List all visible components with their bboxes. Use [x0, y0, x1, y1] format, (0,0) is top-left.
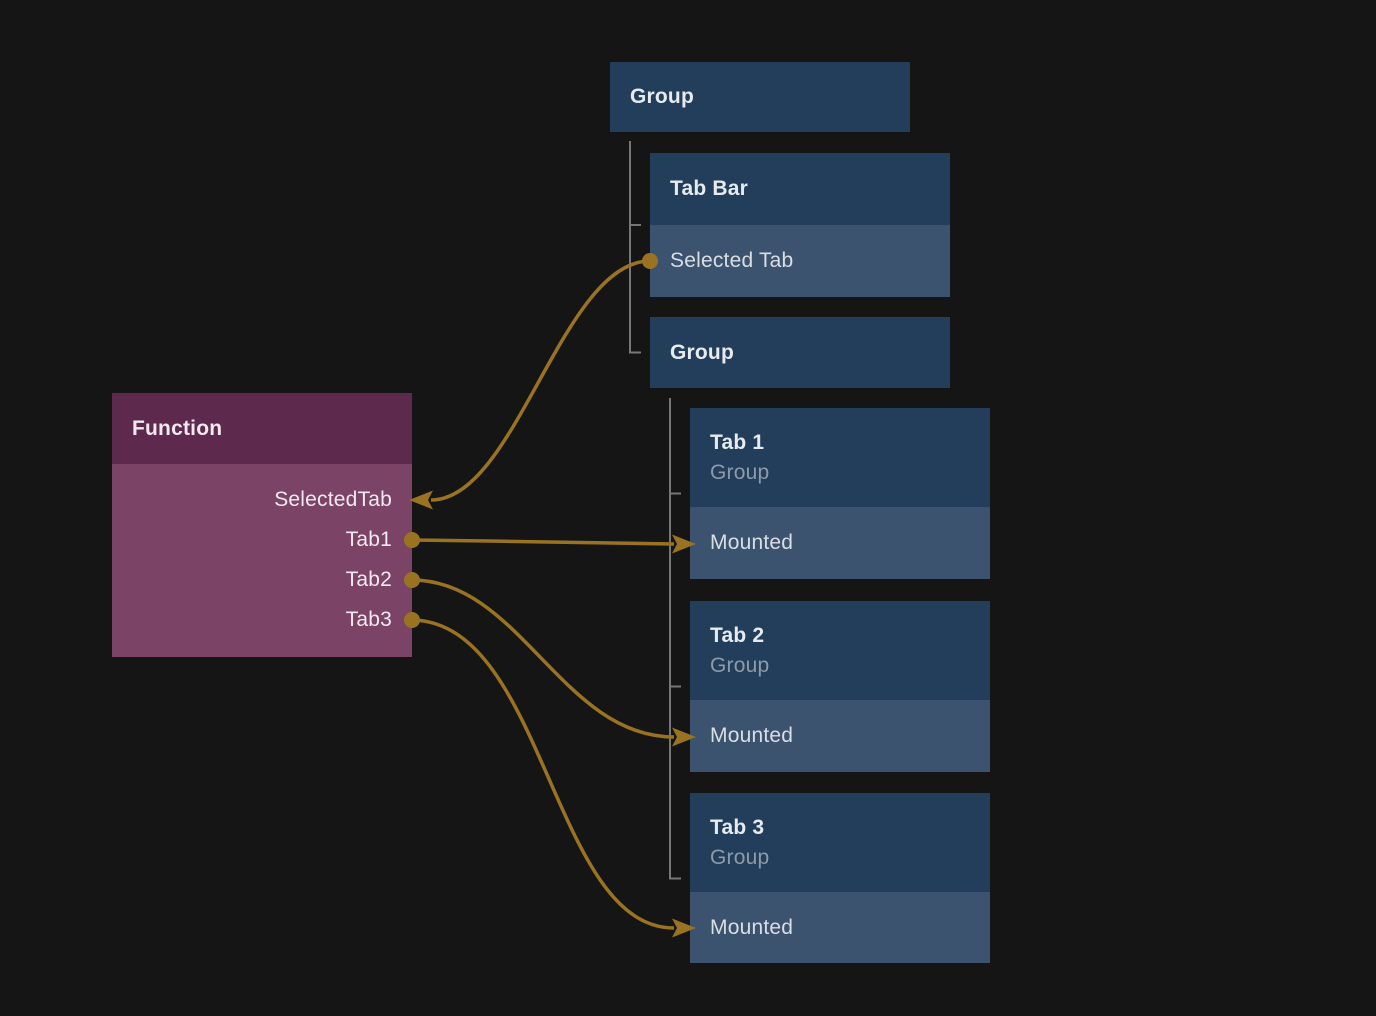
node-tab-3[interactable]: Tab 3 Group Mounted	[690, 793, 990, 963]
node-title: Group	[670, 340, 734, 364]
port-row-mounted-1[interactable]: Mounted	[690, 507, 990, 579]
wire-tab3[interactable]	[411, 618, 675, 930]
node-header: Tab 3 Group	[690, 793, 990, 892]
node-title: Tab 2	[710, 623, 765, 647]
port-row-label: Mounted	[710, 531, 794, 554]
node-tab-2[interactable]: Tab 2 Group Mounted	[690, 601, 990, 772]
port-label: Tab1	[345, 528, 392, 551]
port-dot-tab2[interactable]	[404, 572, 420, 588]
node-title: Function	[132, 416, 223, 440]
node-group-inner[interactable]: Group	[650, 317, 950, 388]
arrowhead-mounted-3	[672, 918, 696, 938]
arrowhead-mounted-1	[672, 534, 696, 554]
node-header: Group	[610, 62, 910, 132]
port-row-mounted-2[interactable]: Mounted	[690, 700, 990, 772]
node-header: Tab Bar	[650, 153, 950, 225]
node-title: Tab 1	[710, 430, 765, 454]
node-function[interactable]: Function SelectedTab Tab1 Tab2 Tab3	[112, 393, 412, 657]
port-label: SelectedTab	[274, 488, 392, 511]
function-ports: SelectedTab Tab1 Tab2 Tab3	[112, 464, 412, 657]
node-subtitle: Group	[710, 845, 770, 869]
node-subtitle: Group	[710, 460, 770, 484]
node-tab-bar[interactable]: Tab Bar Selected Tab	[650, 153, 950, 297]
hierarchy-connector-inner-group	[669, 398, 681, 880]
port-row-selected-tab[interactable]: Selected Tab	[650, 225, 950, 297]
node-header: Group	[650, 317, 950, 388]
node-title: Group	[630, 85, 694, 108]
arrowhead-mounted-2	[672, 727, 696, 747]
node-group-root[interactable]: Group	[610, 62, 910, 132]
wire-tab2[interactable]	[411, 578, 675, 739]
node-title: Tab 3	[710, 815, 765, 839]
port-selectedtab[interactable]: SelectedTab	[112, 480, 412, 520]
arrowhead-selectedtab-input	[409, 490, 433, 510]
port-row-mounted-3[interactable]: Mounted	[690, 892, 990, 963]
wire-selectedtab[interactable]	[430, 259, 651, 502]
port-dot-selected-tab[interactable]	[642, 253, 658, 269]
port-dot-tab1[interactable]	[404, 532, 420, 548]
port-row-label: Mounted	[710, 724, 794, 747]
node-header: Function	[112, 393, 412, 464]
port-row-label: Selected Tab	[670, 249, 794, 272]
node-header: Tab 1 Group	[690, 408, 990, 507]
node-title: Tab Bar	[670, 177, 749, 200]
port-dot-tab3[interactable]	[404, 612, 420, 628]
node-subtitle: Group	[710, 653, 770, 677]
port-tab3[interactable]: Tab3	[112, 600, 412, 640]
port-tab2[interactable]: Tab2	[112, 560, 412, 600]
port-tab1[interactable]: Tab1	[112, 520, 412, 560]
hierarchy-connector-root	[629, 141, 641, 354]
port-label: Tab2	[345, 568, 392, 591]
port-label: Tab3	[345, 608, 392, 631]
node-tab-1[interactable]: Tab 1 Group Mounted	[690, 408, 990, 579]
wire-tab1[interactable]	[411, 538, 675, 546]
node-header: Tab 2 Group	[690, 601, 990, 700]
port-row-label: Mounted	[710, 915, 794, 939]
